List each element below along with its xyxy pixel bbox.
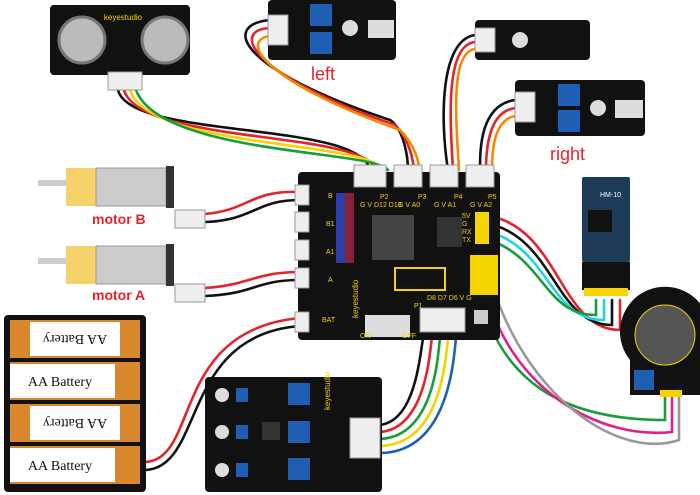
port-a: A — [328, 277, 333, 284]
port-p1-pins: D8 D7 D6 V G — [427, 295, 472, 302]
battery-label: AA Battery — [28, 459, 92, 474]
right-obstacle-sensor: right — [514, 80, 645, 164]
battery-4: AA Battery — [10, 446, 140, 484]
line-tracking-sensor: keyestudio — [205, 371, 382, 492]
bluetooth-model-label: HM-10 — [600, 192, 621, 199]
pin-rx: RX — [462, 229, 472, 236]
motor-a-label: motor A — [92, 287, 145, 303]
port-p1: P1 — [414, 303, 423, 310]
ultrasonic-sensor: keyestudio — [50, 5, 190, 91]
battery-2: AA Battery — [10, 362, 140, 400]
port-p3-pins: G V A0 — [398, 202, 420, 209]
pin-5v: 5V — [462, 213, 471, 220]
battery-label: AA Battery — [43, 415, 107, 430]
ultrasonic-brand: keyestudio — [104, 13, 143, 22]
left-obstacle-sensor: left — [267, 0, 396, 84]
port-b1: B1 — [326, 221, 335, 228]
board-brand: keyestudio — [351, 279, 360, 318]
battery-label: AA Battery — [28, 375, 92, 390]
motor-driver-board: P2 G V D12 D13 P3 G V A0 P4 G V A1 P5 G … — [294, 164, 500, 340]
tracker-brand: keyestudio — [323, 371, 332, 410]
port-bat: BAT — [322, 317, 336, 324]
port-a1: A1 — [326, 249, 335, 256]
motor-b-label: motor B — [92, 211, 146, 227]
port-p4: P4 — [454, 194, 463, 201]
port-p5: P5 — [488, 194, 497, 201]
switch-off-label: OFF — [402, 333, 416, 340]
reset-button[interactable] — [474, 310, 488, 324]
port-b: B — [328, 193, 333, 200]
motor-a: motor A — [38, 244, 206, 303]
switch-on-label: ON — [360, 333, 371, 340]
left-label: left — [311, 64, 335, 84]
port-p2: P2 — [380, 194, 389, 201]
port-p4-pins: G V A1 — [434, 202, 456, 209]
pin-g: G — [462, 221, 467, 228]
battery-1: AA Battery — [10, 320, 140, 358]
battery-holder: AA Battery AA Battery AA Battery AA Batt… — [4, 315, 146, 492]
right-label: right — [550, 144, 585, 164]
port-p2-pins: G V D12 D13 — [360, 202, 402, 209]
power-switch[interactable] — [365, 315, 410, 337]
battery-3: AA Battery — [10, 404, 140, 442]
port-p3: P3 — [418, 194, 427, 201]
light-sensor-module — [474, 20, 590, 60]
pin-tx: TX — [462, 237, 471, 244]
battery-label: AA Battery — [43, 331, 107, 346]
port-p5-pins: G V A2 — [470, 202, 492, 209]
motor-b: motor B — [38, 166, 206, 229]
bluetooth-module: HM-10 — [582, 177, 630, 296]
speaker-module — [620, 286, 700, 397]
